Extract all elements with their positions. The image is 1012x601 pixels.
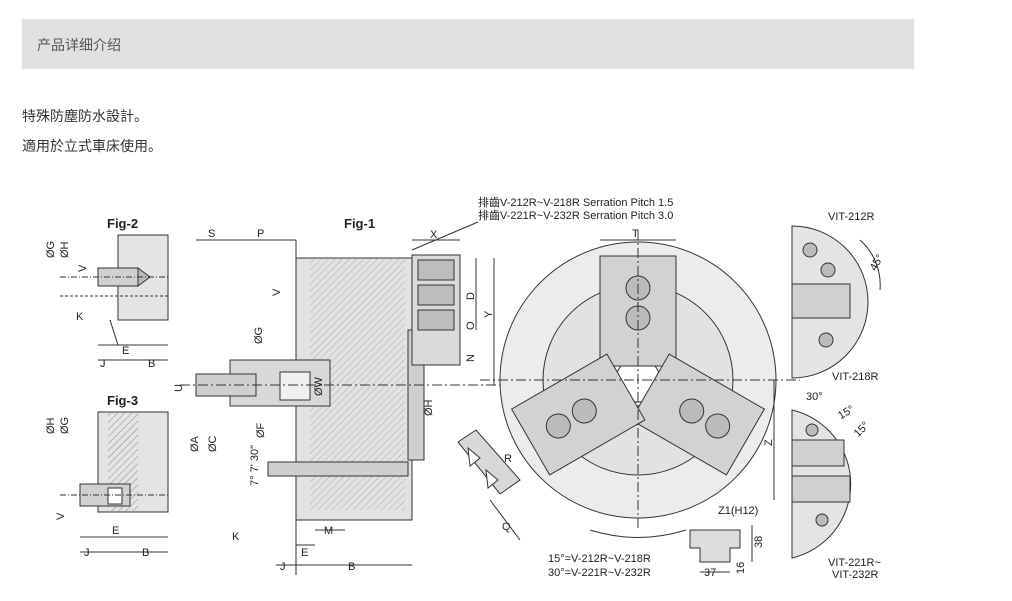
fig2-phiG: ØG <box>45 241 57 258</box>
fig1-V: V <box>271 288 283 296</box>
fig1-X: X <box>430 229 438 241</box>
fig-2-drawing: Fig-2 ØG ØH V K J E B <box>45 216 169 370</box>
front-Z: Z <box>763 439 775 446</box>
vit-45deg: 45° <box>868 253 887 273</box>
t-slot-16: 16 <box>735 562 747 574</box>
fig1-P: P <box>257 228 264 240</box>
fig1-J: J <box>280 561 286 573</box>
fig1-S: S <box>208 228 215 240</box>
fig1-angles: 7° 7' 30" <box>249 445 261 486</box>
fig-2-label: Fig-2 <box>107 216 138 231</box>
front-T: T <box>632 228 639 240</box>
angle-note-1: 15°=V-212R~V-218R <box>548 553 651 565</box>
fig1-phiA: ØA <box>189 435 201 452</box>
vit-221r-segment: 30° 15° 15° VIT-221R~ VIT-232R <box>791 391 881 581</box>
fig2-B: B <box>148 358 155 370</box>
fig1-phiG: ØG <box>253 327 265 344</box>
fig-3-drawing: Fig-3 ØH ØG V E J B <box>45 393 169 559</box>
fig3-phiG: ØG <box>59 417 71 434</box>
fig1-phiH: ØH <box>423 399 435 416</box>
fig2-E: E <box>122 345 129 357</box>
vit-218r-label: VIT-218R <box>832 371 879 383</box>
vit-212r-label: VIT-212R <box>828 211 875 223</box>
angle-note-2: 30°=V-221R~V-232R <box>548 567 651 579</box>
fig2-J: J <box>100 358 106 370</box>
fig1-M: M <box>324 525 333 537</box>
fig1-phiW: ØW <box>313 376 325 396</box>
jaw-R: R <box>504 453 512 465</box>
fig-3-label: Fig-3 <box>107 393 138 408</box>
fig2-V: V <box>77 264 89 272</box>
fig-1-label: Fig-1 <box>344 216 375 231</box>
fig3-phiH: ØH <box>45 417 57 434</box>
fig1-Y: Y <box>483 310 495 318</box>
vit-15deg-b: 15° <box>852 420 872 440</box>
fig3-E: E <box>112 525 119 537</box>
fig3-V: V <box>55 512 67 520</box>
serration-note-1: 排齒V-212R~V-218R Serration Pitch 1.5 <box>478 195 673 209</box>
t-slot-z1: Z1(H12) <box>718 505 758 517</box>
fig2-phiH: ØH <box>59 241 71 258</box>
vit-15deg-a: 15° <box>836 403 856 422</box>
vit-221r-label: VIT-221R~ <box>828 557 881 569</box>
detail-tab-bar: 产品详细介绍 <box>22 19 914 69</box>
fig1-E: E <box>301 547 308 559</box>
description-line-2: 適用於立式車床使用。 <box>22 139 162 155</box>
vit-212r-segment: VIT-212R VIT-218R 45° <box>791 211 887 383</box>
fig1-O: O <box>465 321 477 330</box>
fig1-D: D <box>465 292 477 300</box>
jaw-Q: Q <box>502 521 511 533</box>
chuck-front-view: T Z <box>480 228 800 538</box>
t-slot-detail: Z1(H12) 38 37 16 <box>689 505 765 579</box>
fig1-phiC: ØC <box>207 435 219 452</box>
vit-30deg: 30° <box>806 391 823 403</box>
t-slot-38: 38 <box>753 536 765 548</box>
fig1-N: N <box>465 354 477 362</box>
vit-232r-label: VIT-232R <box>832 569 879 581</box>
fig3-B: B <box>142 547 149 559</box>
fig2-K: K <box>76 311 84 323</box>
fig1-phiF: ØF <box>255 422 267 438</box>
fig1-K: K <box>232 531 240 543</box>
fig-1-drawing: Fig-1 S P X D O Y N V ØG U ØW ØH ØA ØC 7… <box>173 216 500 575</box>
description-line-1: 特殊防塵防水設計。 <box>22 109 148 125</box>
jaw-detail: R Q <box>457 429 521 541</box>
t-slot-37: 37 <box>704 567 716 579</box>
serration-note-2: 排齒V-221R~V-232R Serration Pitch 3.0 <box>478 208 673 222</box>
tab-title[interactable]: 产品详细介绍 <box>37 38 121 54</box>
fig1-B: B <box>348 561 355 573</box>
fig1-U: U <box>173 384 185 392</box>
fig3-J: J <box>84 547 90 559</box>
